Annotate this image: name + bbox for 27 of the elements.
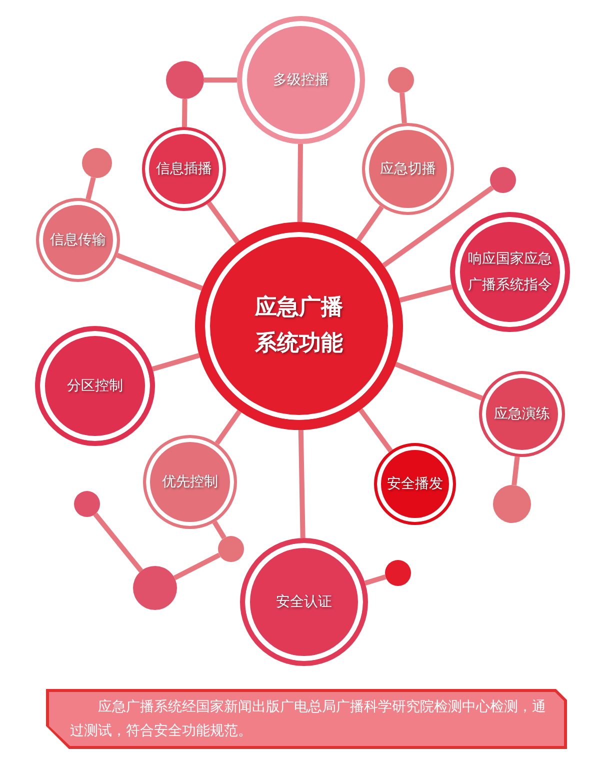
node-label: 信息传输 [50, 231, 106, 250]
connector-line [173, 552, 221, 580]
connector-line [356, 205, 384, 242]
node-label: 响应国家应急广播系统指令 [468, 250, 552, 295]
connector-line [382, 186, 494, 268]
connector-line [512, 456, 520, 486]
node-label: 多级控播 [273, 71, 329, 90]
node-label: 安全认证 [276, 593, 332, 612]
connector-line [206, 201, 240, 244]
node-label: 应急广播系统功能 [255, 294, 343, 358]
node-label: 分区控制 [67, 377, 123, 396]
connector-line [204, 78, 237, 82]
connector-line [400, 92, 407, 124]
node-label: 应急切播 [380, 160, 436, 179]
connector-line [182, 98, 188, 128]
node-label: 安全播发 [387, 475, 443, 494]
connector-line [93, 512, 144, 572]
caption-text: 应急广播系统经国家新闻出版广电总局广播科学研究院检测中心检测，通过测试，符合安全功能规范。 [70, 698, 547, 741]
node-label: 应急演练 [494, 405, 550, 424]
connector-line [358, 408, 393, 452]
node-label: 信息插播 [156, 160, 212, 179]
connector-line [212, 520, 226, 540]
node-label: 优先控制 [162, 473, 218, 492]
connector-line [86, 176, 96, 200]
connector-line [298, 430, 306, 538]
connector-line [297, 144, 303, 222]
connector-line [214, 410, 242, 445]
